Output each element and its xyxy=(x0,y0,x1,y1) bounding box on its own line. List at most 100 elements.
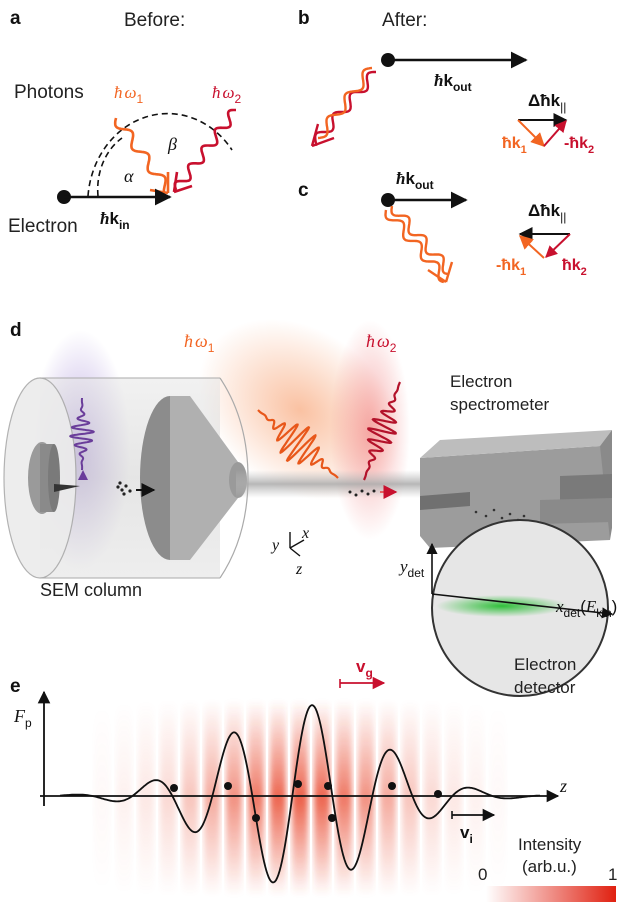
detector-label-line2: detector xyxy=(514,678,576,697)
k-out-label-c: ħkout xyxy=(396,169,434,192)
k-out-label-b: ħkout xyxy=(434,71,472,94)
intensity-fringe xyxy=(336,700,352,896)
laser-pulse-omega2 xyxy=(363,381,401,481)
spectrometer-block xyxy=(420,430,612,548)
panel-letter-c: c xyxy=(298,180,309,201)
k2-arrow-b xyxy=(543,120,567,147)
k2-arrow-c xyxy=(545,233,571,258)
intensity-unit: (arb.u.) xyxy=(522,857,577,876)
y-det-label: ydet xyxy=(398,557,425,580)
k1-arrow-b xyxy=(517,119,545,147)
intensity-fringe xyxy=(226,700,242,896)
after-title: After: xyxy=(382,10,427,31)
axis-x-label: x xyxy=(301,525,309,542)
photon1-out-wave-b xyxy=(317,66,373,140)
photon1-out-wave-c2 xyxy=(390,205,448,276)
alpha-arc xyxy=(96,137,123,197)
intensity-fringes xyxy=(116,700,484,896)
electron-dot-e xyxy=(328,814,336,822)
intensity-label: Intensity xyxy=(518,835,582,854)
spectrometer-label-line1: Electron xyxy=(450,372,512,391)
photon2-arrowhead xyxy=(172,171,193,194)
sem-column-label: SEM column xyxy=(40,580,142,600)
vg-label: vg xyxy=(356,657,373,680)
vi-label: vi xyxy=(460,823,473,846)
intensity-fringe xyxy=(116,700,132,896)
electron-dot-e xyxy=(170,784,178,792)
photon-out-arrowhead-c xyxy=(427,261,454,283)
intensity-fringe xyxy=(402,700,418,896)
electron-dot-e xyxy=(224,782,232,790)
k1-label-b: ħk1 xyxy=(502,135,527,156)
x-det-label: xdet(Ekin) xyxy=(555,597,617,620)
axis-z-label: z xyxy=(295,561,303,578)
k2-label-c: ħk2 xyxy=(562,257,587,278)
intensity-fringe xyxy=(292,700,308,896)
electron-dot-e xyxy=(252,814,260,822)
k-in-label: ħkin xyxy=(100,209,130,232)
lens-body xyxy=(170,396,238,560)
detector-label-line1: Electron xyxy=(514,655,576,674)
k2-label-b: -ħk2 xyxy=(564,135,594,156)
photons-label: Photons xyxy=(14,82,84,103)
intensity-fringe xyxy=(248,700,264,896)
electron-bunch-interaction xyxy=(348,489,376,497)
intensity-fringe xyxy=(270,700,286,896)
fp-label: Fp xyxy=(13,706,32,730)
k1-arrow-c xyxy=(518,235,545,259)
alpha-label: α xyxy=(124,166,134,186)
axis-y-label: y xyxy=(270,537,280,554)
photon2-wave xyxy=(173,108,236,191)
electron-dot-e xyxy=(388,782,396,790)
electron-dot-e xyxy=(324,782,332,790)
electron-positions xyxy=(170,780,442,822)
electron-dot-e xyxy=(294,780,302,788)
photon-out-arrowhead-b xyxy=(310,123,335,148)
electron-beam xyxy=(236,470,436,498)
before-title: Before: xyxy=(124,10,185,31)
delta-k-label-b: Δħk|| xyxy=(528,91,566,114)
emitter-tip xyxy=(54,484,80,492)
electron-dot-e xyxy=(434,790,442,798)
field-waveform xyxy=(59,704,540,884)
panel-c: c ħkout Δħk|| -ħk1 ħk2 xyxy=(298,169,587,284)
photon1-out-wave-c xyxy=(384,209,444,284)
z-label: z xyxy=(559,776,567,796)
delta-k-label-c: Δħk|| xyxy=(528,201,566,224)
intensity-fringe xyxy=(138,700,154,896)
sem-tip-mount-face xyxy=(48,444,60,512)
spectrometer-label-line2: spectrometer xyxy=(450,395,550,414)
uv-pulse-arrowhead xyxy=(78,470,88,480)
panel-letter-d: d xyxy=(10,320,22,341)
axes-triad: y x z xyxy=(270,525,309,578)
intensity-fringe xyxy=(380,700,396,896)
k1-label-c: -ħk1 xyxy=(496,257,526,278)
panel-letter-b: b xyxy=(298,8,310,29)
detector-signal xyxy=(436,595,568,617)
panel-e: e Fp z vg vi Intensity (arb.u.) 0 1 xyxy=(10,657,617,902)
intensity-fringe xyxy=(182,700,198,896)
panel-b: b After: ħkout Δħk|| ħk1 -ħk2 xyxy=(298,8,594,156)
intensity-fringe xyxy=(424,700,440,896)
intensity-fringe xyxy=(446,700,462,896)
intensity-fringe xyxy=(160,700,176,896)
laser-pulse-omega1 xyxy=(257,409,339,479)
uv-pulse xyxy=(69,398,95,470)
electron-bunch-column xyxy=(116,481,132,496)
scale-min: 0 xyxy=(478,865,487,884)
photon1-wave xyxy=(113,117,167,193)
panel-letter-a: a xyxy=(10,8,21,29)
beta-label: β xyxy=(167,134,177,154)
photon2-out-wave-b xyxy=(314,70,376,147)
electron-label: Electron xyxy=(8,216,78,237)
x-det-axis xyxy=(431,593,614,619)
panel-letter-e: e xyxy=(10,676,21,697)
scale-max: 1 xyxy=(608,865,617,884)
